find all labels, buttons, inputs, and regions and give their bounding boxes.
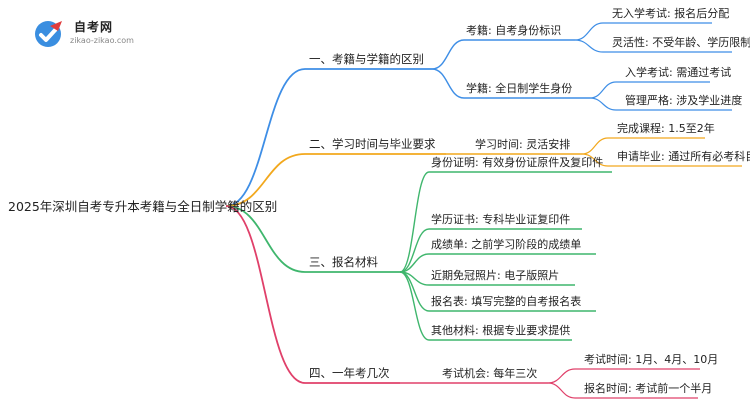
site-logo[interactable]: 自考网 zikao-zikao.com	[30, 14, 160, 54]
branch-node[interactable]: 三、报名材料	[309, 255, 378, 269]
subtopic-node[interactable]: 学历证书: 专科毕业证复印件	[431, 212, 570, 226]
leaf-connector	[581, 137, 609, 155]
branch-node[interactable]: 四、一年考几次	[309, 366, 390, 380]
branch-connector	[225, 205, 306, 273]
leaf-node[interactable]: 完成课程: 1.5至2年	[617, 121, 715, 135]
leaf-node[interactable]: 申请毕业: 通过所有必考科目	[617, 149, 750, 163]
subtopic-node[interactable]: 考籍: 自考身份标识	[466, 23, 561, 37]
leaf-connector	[589, 97, 617, 111]
leaf-node[interactable]: 无入学考试: 报名后分配	[612, 6, 729, 20]
leaf-node[interactable]: 灵活性: 不受年龄、学历限制	[612, 35, 750, 49]
subtopic-node[interactable]: 成绩单: 之前学习阶段的成绩单	[431, 237, 581, 251]
subtopic-connector	[399, 253, 430, 273]
subtopic-connector	[399, 171, 430, 273]
branch-connector	[225, 153, 306, 207]
leaf-connector	[581, 153, 609, 167]
branch-node[interactable]: 二、学习时间与毕业要求	[309, 137, 436, 151]
subtopic-connector	[399, 228, 430, 273]
leaf-connector	[574, 22, 604, 41]
subtopic-connector	[431, 39, 465, 70]
logo-domain: zikao-zikao.com	[70, 36, 134, 45]
logo-name: 自考网	[74, 20, 114, 34]
leaf-connector	[547, 368, 576, 384]
subtopic-node[interactable]: 其他材料: 根据专业要求提供	[431, 323, 570, 337]
root-node[interactable]: 2025年深圳自考专升本考籍与全日制学籍的区别	[8, 199, 277, 214]
subtopic-connector	[431, 68, 465, 99]
subtopic-node[interactable]: 报名表: 填写完整的自考报名表	[431, 294, 581, 308]
connector-lines	[225, 22, 742, 399]
leaf-connector	[574, 39, 604, 53]
subtopic-node[interactable]: 学籍: 全日制学生身份	[466, 81, 572, 95]
logo-badge-icon	[35, 21, 62, 47]
leaf-node[interactable]: 入学考试: 需通过考试	[625, 65, 731, 79]
branch-node[interactable]: 一、考籍与学籍的区别	[309, 52, 424, 66]
subtopic-node[interactable]: 考试机会: 每年三次	[442, 366, 537, 380]
leaf-node[interactable]: 考试时间: 1月、4月、10月	[584, 353, 718, 366]
subtopic-connector	[399, 271, 430, 341]
leaf-connector	[547, 382, 576, 399]
subtopic-node[interactable]: 学习时间: 灵活安排	[475, 137, 570, 151]
branch-connector	[225, 205, 306, 384]
leaf-connector	[589, 81, 617, 99]
branch-connector	[225, 68, 306, 207]
subtopic-node[interactable]: 近期免冠照片: 电子版照片	[431, 268, 559, 282]
leaf-node[interactable]: 管理严格: 涉及学业进度	[625, 93, 742, 107]
subtopic-node[interactable]: 身份证明: 有效身份证原件及复印件	[431, 155, 603, 169]
leaf-node[interactable]: 报名时间: 考试前一个半月	[584, 381, 712, 395]
